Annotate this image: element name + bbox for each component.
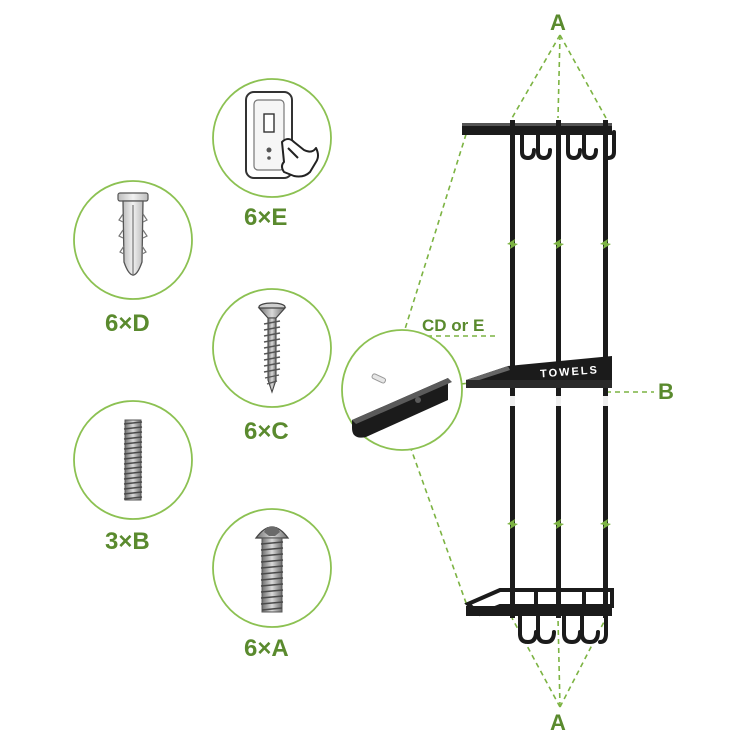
part-d-label: 6×D bbox=[105, 310, 150, 337]
callout-top-a: A bbox=[550, 10, 566, 35]
shelf-label: TOWELS bbox=[540, 364, 600, 380]
part-e-label: 6×E bbox=[244, 204, 288, 231]
towel-rack bbox=[462, 120, 616, 645]
part-c-wood-screw bbox=[212, 288, 332, 408]
callout-middle-b: B bbox=[658, 379, 674, 404]
part-b-label: 3×B bbox=[105, 528, 150, 555]
callout-bottom-a: A bbox=[550, 710, 566, 735]
part-e-adhesive-hook bbox=[212, 78, 332, 198]
part-d-wall-anchor bbox=[73, 180, 193, 300]
part-b-threaded-rod bbox=[73, 400, 193, 520]
callout-cd-or-e: CD or E bbox=[422, 316, 485, 335]
part-c-label: 6×C bbox=[244, 418, 289, 445]
part-a-label: 6×A bbox=[244, 635, 289, 662]
part-a-button-head-bolt bbox=[212, 508, 332, 628]
detail-circle bbox=[341, 329, 463, 451]
hand-pointer-icon bbox=[281, 138, 319, 178]
screw-detail-icon bbox=[371, 373, 387, 384]
